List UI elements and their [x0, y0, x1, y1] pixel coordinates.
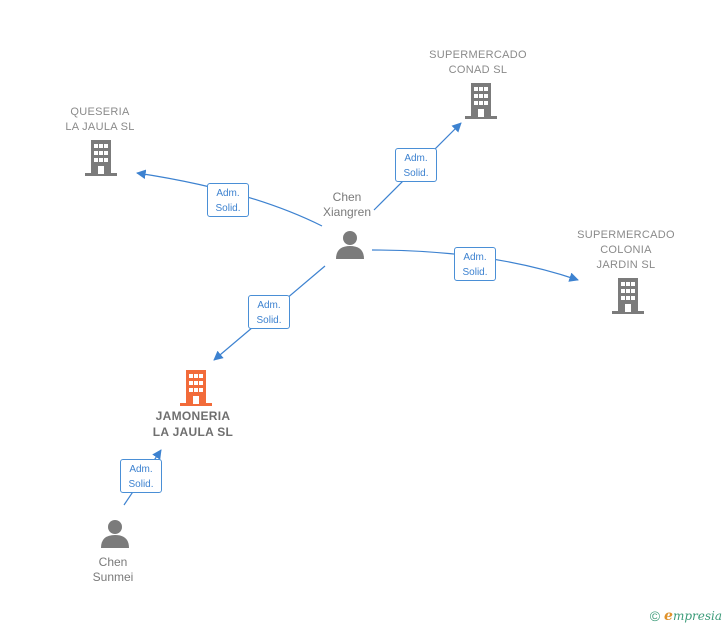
person-icon-xiangren[interactable] [335, 230, 365, 265]
brand-logo[interactable]: empresia [664, 608, 722, 624]
edge-label-line2: Solid. [403, 168, 429, 179]
building-icon [465, 83, 497, 119]
edge-label-line2: Solid. [462, 267, 488, 278]
company-label-conad[interactable]: SUPERMERCADO CONAD SL [429, 49, 527, 76]
company-label-jamoneria[interactable]: JAMONERIA LA JAULA SL [152, 409, 234, 439]
copyright-icon: © [649, 608, 661, 624]
company-label-colonia[interactable]: SUPERMERCADO COLONIA JARDIN SL [577, 229, 675, 271]
edge-label-queseria[interactable]: Adm. Solid. [207, 183, 249, 217]
edge-label-sunmei[interactable]: Adm. Solid. [120, 459, 162, 493]
edge-label-line1: Adm. [404, 153, 428, 164]
brand-rest: mpresia [672, 609, 722, 623]
edge-label-line1: Adm. [129, 464, 153, 475]
edge-label-jamoneria[interactable]: Adm. Solid. [248, 295, 290, 329]
person-label-sunmei[interactable]: Chen Sunmei [92, 555, 134, 584]
building-icon-colonia[interactable] [612, 278, 644, 319]
building-icon [612, 278, 644, 314]
building-icon-jamoneria[interactable] [180, 370, 212, 411]
brand-initial: e [664, 608, 673, 624]
person-icon [336, 231, 364, 259]
edge-label-line2: Solid. [128, 479, 154, 490]
person-icon-sunmei[interactable] [100, 519, 130, 554]
edge-label-line2: Solid. [256, 315, 282, 326]
edge-label-conad[interactable]: Adm. Solid. [395, 148, 437, 182]
edge-label-line2: Solid. [215, 203, 241, 214]
building-icon-highlight [180, 370, 212, 406]
building-icon [85, 140, 117, 176]
person-label-xiangren[interactable]: Chen Xiangren [322, 190, 372, 219]
building-icon-conad[interactable] [465, 83, 497, 124]
edge-label-line1: Adm. [216, 188, 240, 199]
footer-brand: © empresia [650, 608, 722, 624]
edge-label-line1: Adm. [463, 252, 487, 263]
company-label-queseria[interactable]: QUESERIA LA JAULA SL [65, 106, 135, 133]
building-icon-queseria[interactable] [85, 140, 117, 181]
edge-label-colonia[interactable]: Adm. Solid. [454, 247, 496, 281]
edge-label-line1: Adm. [257, 300, 281, 311]
person-icon [101, 520, 129, 548]
